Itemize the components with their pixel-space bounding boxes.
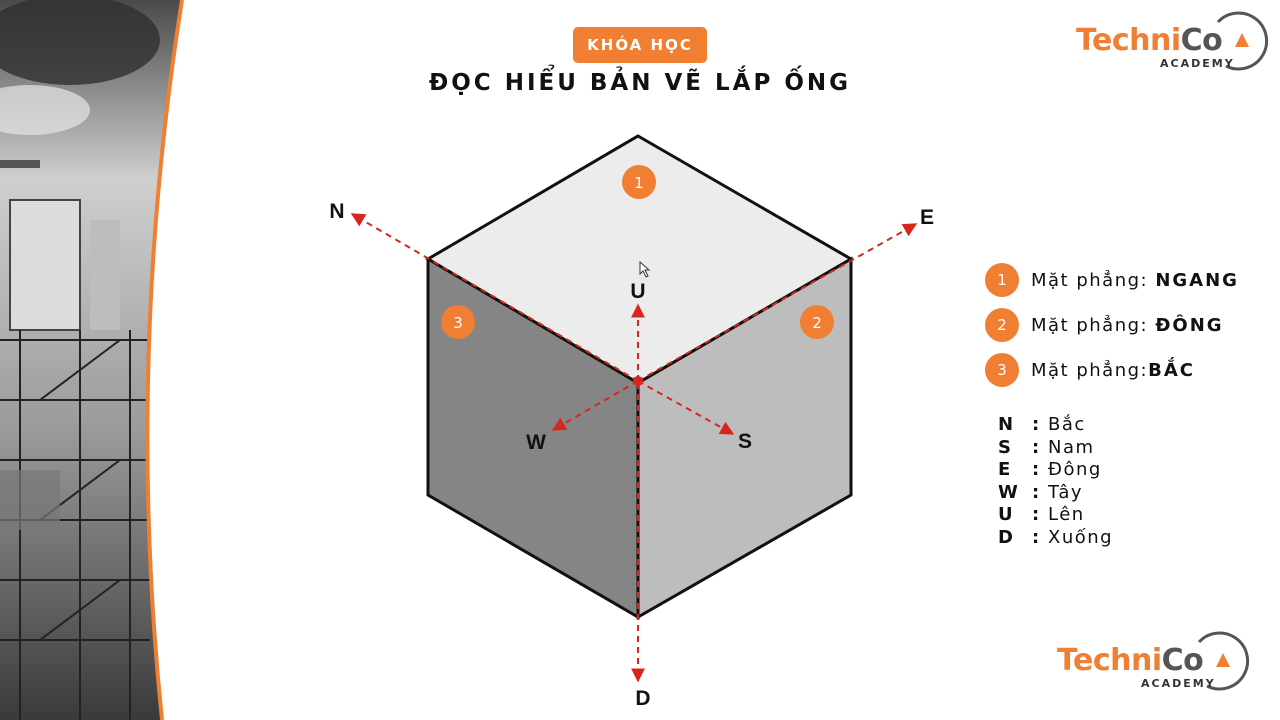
legend-number-2: 2 xyxy=(985,308,1019,342)
logo-subtitle: ACADEMY xyxy=(1141,677,1216,690)
direction-key: W xyxy=(998,481,1020,503)
face-marker-3-label: 3 xyxy=(453,314,463,332)
direction-value: Xuống xyxy=(1048,526,1114,548)
direction-label-u: U xyxy=(630,280,645,303)
legend-number-1: 1 xyxy=(985,263,1019,297)
logo-triangle-icon xyxy=(1216,653,1230,667)
logo-ring-icon xyxy=(1197,631,1250,691)
axis-e-line xyxy=(637,223,918,382)
logo-top: TechniCo ACADEMY xyxy=(1076,11,1271,78)
legend-item-2: 2 Mặt phẳng: ĐÔNG xyxy=(985,308,1224,342)
direction-label-n: N xyxy=(329,200,344,223)
direction-row-w: W:Tây xyxy=(998,481,1084,503)
legend-label-2: Mặt phẳng: xyxy=(1031,314,1156,336)
face-marker-1-label: 1 xyxy=(634,174,644,192)
direction-key: E xyxy=(998,459,1012,480)
direction-row-n: N:Bắc xyxy=(998,414,1086,435)
axis-w-line xyxy=(551,380,639,431)
direction-value: Bắc xyxy=(1048,414,1086,435)
legend-number-3: 3 xyxy=(985,353,1019,387)
mouse-cursor-icon xyxy=(639,260,651,278)
direction-row-u: U:Lên xyxy=(998,504,1085,525)
direction-value: Đông xyxy=(1048,459,1102,480)
industrial-background-image xyxy=(0,0,184,720)
legend-value-3: BẮC xyxy=(1148,359,1195,381)
direction-row-e: E:Đông xyxy=(998,459,1102,480)
logo-brand-text: Techni xyxy=(1076,23,1181,58)
logo-triangle-icon xyxy=(1235,33,1249,47)
course-badge: KHÓA HỌC xyxy=(573,27,707,63)
origin-point xyxy=(633,376,643,386)
direction-label-w: W xyxy=(526,431,546,454)
direction-label-d: D xyxy=(635,687,650,710)
logo-subtitle: ACADEMY xyxy=(1160,57,1235,70)
direction-key: U xyxy=(998,504,1015,525)
logo-brand-co: Co xyxy=(1161,643,1204,678)
legend-value-2: ĐÔNG xyxy=(1155,314,1224,336)
face-marker-3 xyxy=(441,305,475,339)
face-marker-1 xyxy=(622,165,656,199)
direction-value: Lên xyxy=(1048,504,1085,525)
logo-ring-icon xyxy=(1216,11,1269,71)
legend-label-3: Mặt phẳng: xyxy=(1031,359,1149,381)
legend-item-3: 3 Mặt phẳng:BẮC xyxy=(985,353,1195,387)
direction-label-s: S xyxy=(738,430,752,453)
logo-brand-text: Techni xyxy=(1057,643,1162,678)
direction-key: D xyxy=(998,526,1015,548)
axis-s-line xyxy=(637,380,735,435)
logo-brand-co: Co xyxy=(1180,23,1223,58)
direction-row-d: D:Xuống xyxy=(998,526,1114,548)
face-marker-2-label: 2 xyxy=(812,314,822,332)
axis-n-line xyxy=(350,213,639,382)
direction-value: Tây xyxy=(1048,481,1084,503)
logo-bottom: TechniCo ACADEMY xyxy=(1057,631,1252,698)
direction-label-e: E xyxy=(920,206,934,229)
legend-value-1: NGANG xyxy=(1155,269,1239,291)
face-marker-2 xyxy=(800,305,834,339)
page-title: ĐỌC HIỂU BẢN VẼ LẮP ỐNG xyxy=(428,70,852,96)
direction-key: S xyxy=(998,436,1013,458)
direction-list: N:Bắc S:Nam E:Đông W:Tây U:Lên D:Xuống xyxy=(998,414,1113,549)
legend-label-1: Mặt phẳng: xyxy=(1031,269,1156,291)
direction-value: Nam xyxy=(1048,436,1095,458)
legend-item-1: 1 Mặt phẳng: NGANG xyxy=(985,263,1239,297)
direction-key: N xyxy=(998,414,1015,435)
direction-row-s: S:Nam xyxy=(998,436,1095,458)
